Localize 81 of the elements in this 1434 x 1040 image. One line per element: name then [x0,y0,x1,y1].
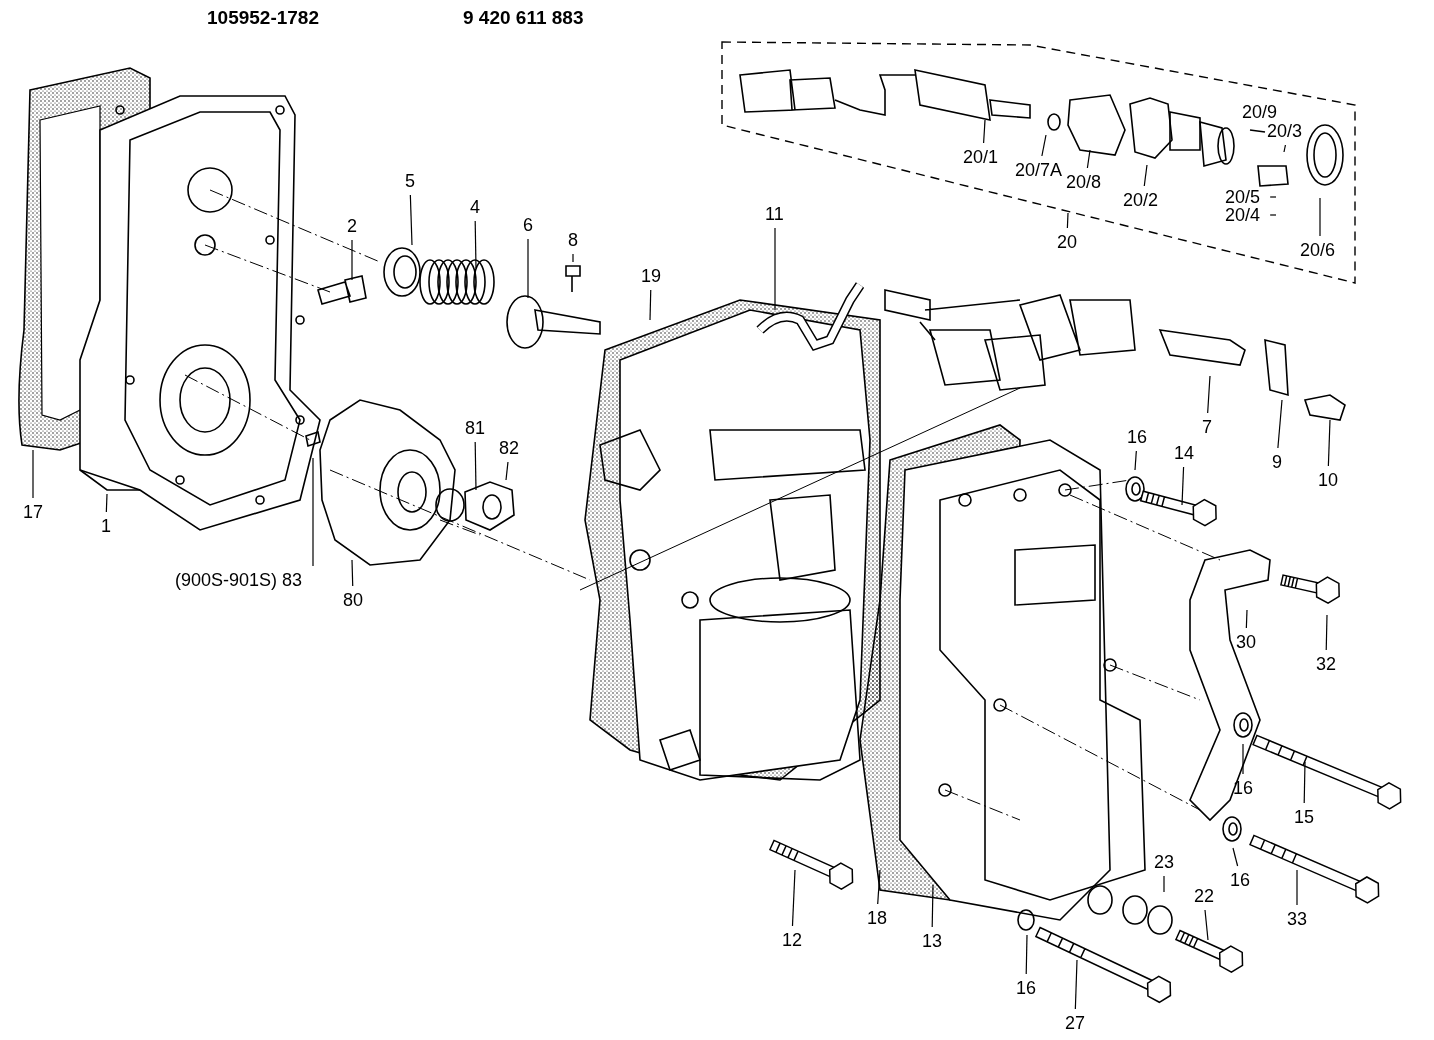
callout-number: 5 [403,170,417,192]
leader-line [774,227,776,311]
callout-number: 16 [1125,426,1150,448]
callout-number: 16 [1228,869,1253,891]
leader-line [1134,450,1137,471]
callout-number: 16 [1014,977,1039,999]
leader-line [572,253,574,263]
leader-line [1303,761,1306,804]
callout-number: 9 [1270,451,1284,473]
leader-line [474,441,477,491]
callout-number: 4 [468,196,482,218]
leader-line [791,869,796,927]
leader-line [1232,847,1239,867]
leader-line [409,194,413,246]
leader-line [1163,875,1165,893]
callout-number: 16 [1231,777,1256,799]
part-number: 9 420 611 883 [463,7,584,29]
leader-line [1025,934,1028,975]
callout-number: 20/1 [961,146,1001,168]
callout-number: 19 [639,265,664,287]
callout-number: 15 [1292,806,1317,828]
callout-number: 23 [1152,851,1177,873]
leader-line [1283,144,1287,153]
leader-line [1204,909,1209,941]
callout-number: 20/2 [1121,189,1161,211]
callout-number: 13 [920,930,945,952]
callout-number: 20/8 [1064,171,1104,193]
leader-line [1277,399,1283,449]
callout-number: 20/3 [1265,120,1305,142]
callout-number: 22 [1192,885,1217,907]
leader-line [105,493,108,513]
callout-number: 27 [1063,1012,1088,1034]
callout-number: 20 [1055,231,1080,253]
leader-line [1143,164,1148,187]
callout-number: 10 [1316,469,1341,491]
callout-number: 20/6 [1298,239,1338,261]
leader-line [1207,375,1211,414]
leader-line [983,119,986,144]
callout-number: 33 [1285,908,1310,930]
callout-number: 20/9 [1242,101,1278,123]
leader-line [1325,614,1328,651]
leader-line [312,457,314,567]
callout-number: 80 [341,589,366,611]
callout-number: 11 [763,203,786,225]
callout-number: 2 [345,215,359,237]
leader-line [1074,959,1078,1010]
part-number: 105952-1782 [207,7,319,29]
leader-line [32,449,34,499]
leader-line [649,289,652,321]
leader-line [1319,197,1321,237]
callout-number: 12 [780,929,805,951]
callout-number: 82 [497,437,522,459]
callout-number: 32 [1314,653,1339,675]
callout-number: 81 [463,417,488,439]
leader-line [505,461,509,481]
leader-line [351,559,354,587]
callout-number: 20/7A [1013,159,1065,181]
leader-line [351,239,353,281]
callout-number: 30 [1234,631,1259,653]
callout-number: (900S-901S) 83 [173,569,305,591]
leader-line [1041,134,1047,157]
leader-line [1245,609,1248,629]
leader-line [1296,869,1298,906]
callout-number: 8 [566,229,580,251]
leader-line [474,220,477,269]
leader-line [877,869,881,905]
callout-number: 7 [1200,416,1214,438]
leader-line [1066,212,1069,229]
leader-line [931,884,934,928]
callout-number: 6 [521,214,535,236]
leader-line [527,238,529,299]
leader-line [1242,743,1244,775]
leader-line [1327,419,1331,467]
leader-line [1086,149,1091,169]
callout-number: 18 [865,907,890,929]
callout-number: 14 [1172,442,1197,464]
leader-line [1269,214,1277,216]
leader-line [1269,196,1277,198]
leader-line [1181,466,1185,506]
callout-number: 17 [21,501,46,523]
callout-number: 1 [99,515,113,537]
